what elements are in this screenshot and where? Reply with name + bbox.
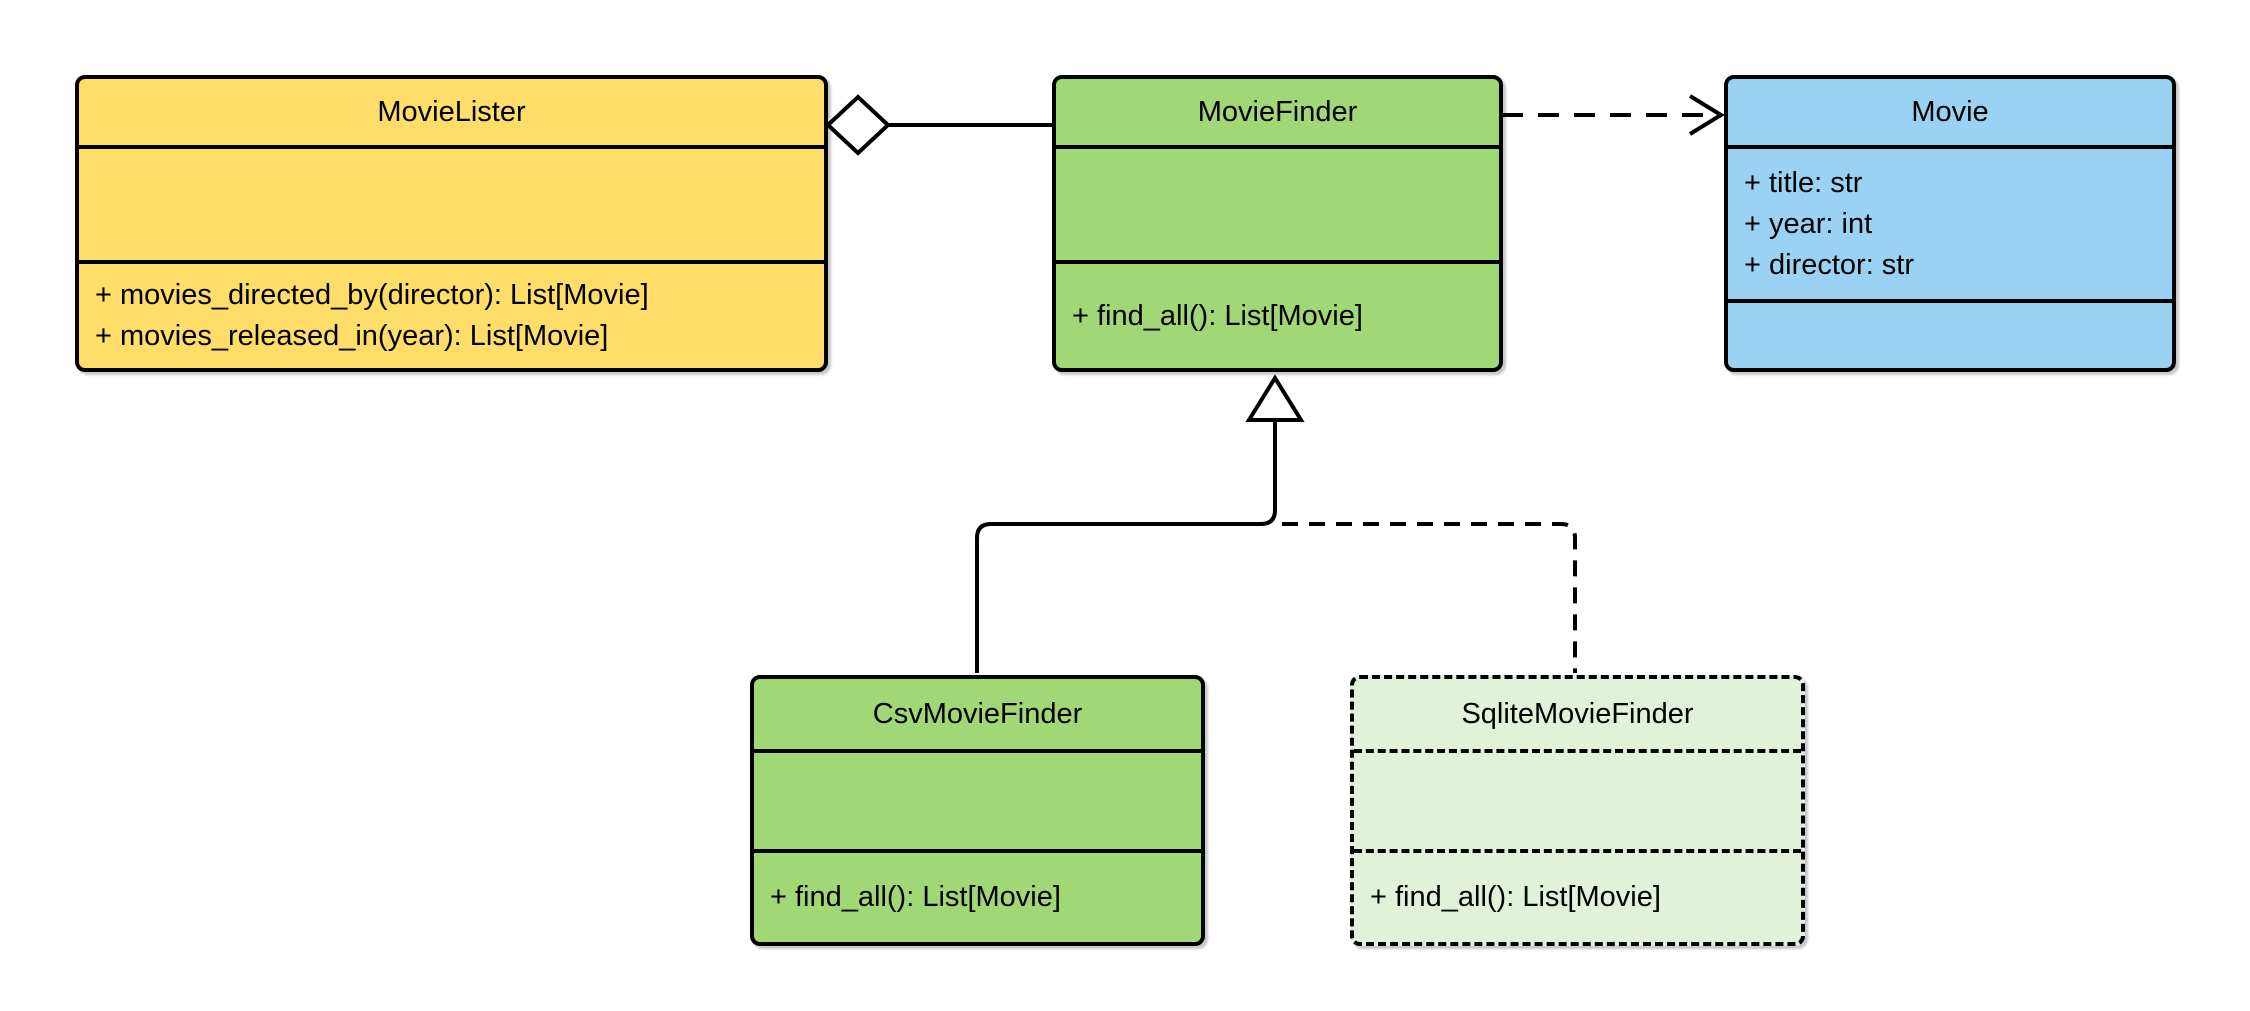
method-label: + find_all(): List[Movie] [1370,881,1661,913]
inheritance-connector-csv [975,374,1305,673]
class-title: SqliteMovieFinder [1461,697,1694,730]
class-title: Movie [1911,95,1989,128]
methods-compartment [1728,299,2172,368]
class-title: MovieFinder [1197,95,1358,128]
inheritance-solid-line [975,420,1277,673]
class-title: MovieLister [377,95,526,128]
inheritance-connector-sqlite [1282,522,1577,673]
methods-compartment: + movies_directed_by(director): List[Mov… [79,260,824,368]
method-label: + find_all(): List[Movie] [1072,299,1363,332]
class-sqlite-movie-finder: SqliteMovieFinder + find_all(): List[Mov… [1350,675,1805,946]
attributes-compartment [754,749,1201,849]
attributes-compartment [1056,145,1499,260]
attributes-compartment [79,145,824,260]
class-movie: Movie + title: str + year: int + directo… [1724,75,2176,372]
attribute-label: + year: int [1744,207,1873,240]
attribute-label: + director: str [1744,248,1915,281]
attribute-label: + title: str [1744,166,1863,199]
inheritance-dashed-line [1282,522,1577,673]
open-arrowhead-icon [1688,94,1725,136]
methods-compartment: + find_all(): List[Movie] [754,849,1201,942]
methods-compartment: + find_all(): List[Movie] [1354,849,1801,942]
class-csv-movie-finder: CsvMovieFinder + find_all(): List[Movie] [750,675,1205,946]
class-title: CsvMovieFinder [872,697,1083,730]
method-label: + find_all(): List[Movie] [770,881,1061,913]
inheritance-triangle-icon [1245,374,1305,422]
class-movie-lister: MovieLister + movies_directed_by(directo… [75,75,828,372]
attributes-compartment: + title: str + year: int + director: str [1728,145,2172,299]
aggregation-connector [825,94,1052,156]
attributes-compartment [1354,749,1801,849]
methods-compartment: + find_all(): List[Movie] [1056,260,1499,368]
dependency-connector [1502,94,1725,136]
method-label: + movies_directed_by(director): List[Mov… [95,279,649,311]
aggregation-diamond-icon [825,94,891,156]
class-movie-finder: MovieFinder + find_all(): List[Movie] [1052,75,1503,372]
method-label: + movies_released_in(year): List[Movie] [95,320,609,352]
